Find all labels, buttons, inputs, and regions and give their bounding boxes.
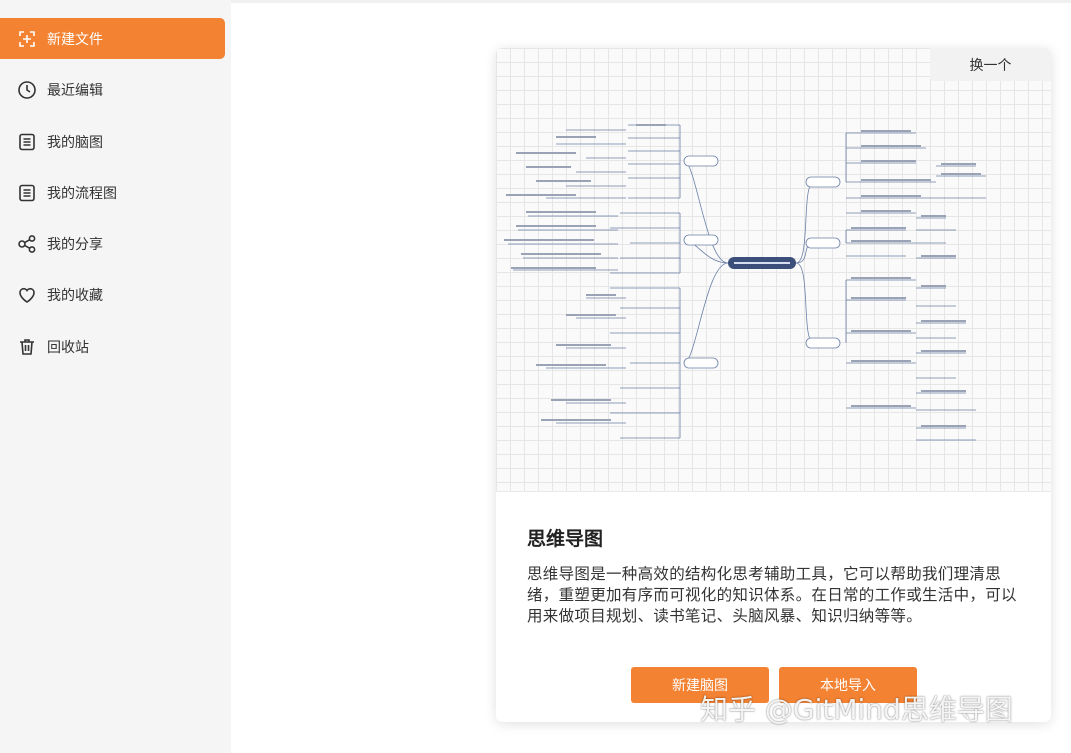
sidebar-item-recent[interactable]: 最近编辑 <box>0 69 225 110</box>
trash-icon <box>17 337 37 357</box>
new-mindmap-button[interactable]: 新建脑图 <box>631 667 769 703</box>
new-file-icon <box>17 29 37 49</box>
sidebar-item-label: 我的收藏 <box>47 287 103 304</box>
template-card: 换一个 思维导图 思维导图是一种高效的结构化思考辅助工具，它可以帮助我们理清思绪… <box>496 48 1051 722</box>
local-import-button[interactable]: 本地导入 <box>779 667 917 703</box>
clock-icon <box>17 80 37 100</box>
mindmap-preview-image <box>504 124 986 441</box>
sidebar-item-label: 回收站 <box>47 339 89 356</box>
sidebar: 新建文件 最近编辑 我的脑图 我的流程图 <box>0 0 231 753</box>
sidebar-item-trash[interactable]: 回收站 <box>0 326 225 367</box>
sidebar-item-my-flowcharts[interactable]: 我的流程图 <box>0 172 225 213</box>
heart-icon <box>17 285 37 305</box>
sidebar-item-label: 我的分享 <box>47 236 103 253</box>
watermark: 知乎 @GitMind思维导图 <box>700 693 1013 726</box>
sidebar-item-new-file[interactable]: 新建文件 <box>0 18 225 59</box>
sidebar-item-label: 最近编辑 <box>47 82 103 99</box>
document-icon <box>17 132 37 152</box>
sidebar-item-label: 新建文件 <box>47 31 103 48</box>
card-description: 思维导图是一种高效的结构化思考辅助工具，它可以帮助我们理清思绪，重塑更加有序而可… <box>527 565 1017 625</box>
sidebar-item-favorites[interactable]: 我的收藏 <box>0 274 225 315</box>
top-divider <box>231 0 1071 3</box>
card-title: 思维导图 <box>527 528 604 550</box>
mindmap-preview: 换一个 <box>496 48 1051 492</box>
sidebar-item-label: 我的脑图 <box>47 134 103 151</box>
sidebar-item-my-shares[interactable]: 我的分享 <box>0 223 225 264</box>
share-icon <box>17 234 37 254</box>
sidebar-item-my-mindmaps[interactable]: 我的脑图 <box>0 121 225 162</box>
swap-template-button[interactable]: 换一个 <box>930 48 1051 81</box>
sidebar-item-label: 我的流程图 <box>47 185 117 202</box>
document-icon <box>17 183 37 203</box>
